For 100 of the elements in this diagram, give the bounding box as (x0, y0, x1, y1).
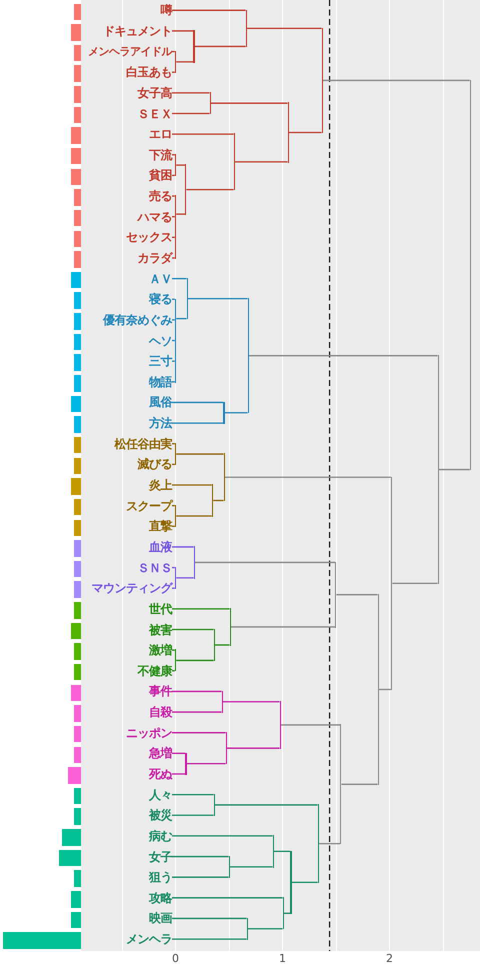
word-label: 世代 (149, 600, 172, 617)
branch-line (172, 773, 186, 775)
count-bar (71, 148, 81, 164)
count-bar (71, 24, 81, 41)
branch-line (280, 724, 340, 726)
junction-line (272, 835, 274, 868)
branch-line (378, 688, 391, 690)
branch-line (227, 748, 280, 749)
branch-line (172, 732, 226, 734)
branch-line (172, 856, 229, 858)
count-bar (71, 891, 81, 908)
count-bar (71, 168, 81, 186)
word-label: ドキュメント (103, 22, 172, 39)
count-bar (74, 581, 81, 598)
branch-line (176, 453, 224, 455)
branch-line (172, 752, 186, 754)
word-label: マウンティング (92, 580, 172, 596)
branch-line (215, 804, 318, 806)
junction-line (174, 50, 176, 73)
count-bar (74, 705, 81, 722)
count-bar (74, 726, 81, 742)
count-bar (74, 189, 81, 206)
branch-line (176, 318, 187, 320)
junction-line (334, 562, 336, 628)
branch-line (195, 562, 335, 564)
branch-line (172, 216, 175, 218)
count-bar (71, 684, 81, 702)
word-label: ＳＮＳ (138, 560, 172, 576)
branch-line (172, 897, 283, 898)
count-bar (74, 251, 81, 268)
count-bar (74, 746, 81, 764)
junction-line (214, 628, 216, 662)
junction-line (212, 484, 214, 517)
junction-line (184, 164, 186, 215)
count-bar (74, 210, 81, 226)
junction-line (282, 897, 284, 930)
branch-line (194, 46, 246, 48)
word-label: 下流 (149, 146, 172, 163)
branch-line (172, 92, 210, 94)
branch-line (172, 505, 175, 506)
count-bar (74, 44, 81, 62)
junction-line (223, 402, 225, 424)
branch-line (186, 188, 234, 190)
branch-line (247, 28, 322, 29)
count-bar (71, 912, 81, 928)
count-bar (74, 86, 81, 103)
branch-line (172, 628, 214, 630)
word-label: 松任谷由実 (114, 436, 172, 452)
branch-line (172, 236, 175, 238)
junction-line (322, 28, 323, 134)
branch-line (172, 526, 175, 527)
count-bar (74, 520, 81, 536)
word-label: ヘソ (149, 332, 172, 349)
branch-line (210, 102, 288, 104)
junction-line (378, 594, 379, 785)
word-label: 死ぬ (149, 766, 172, 782)
junction-line (224, 453, 225, 502)
word-label: 映画 (149, 910, 172, 926)
branch-line (172, 711, 222, 713)
branch-line (230, 626, 335, 628)
branch-line (224, 412, 248, 414)
branch-line (172, 690, 222, 692)
word-label: 人々 (149, 786, 172, 803)
branch-line (392, 582, 438, 584)
word-label: 寝る (149, 291, 172, 308)
word-label: 直撃 (149, 518, 172, 534)
branch-line (172, 835, 273, 837)
count-bar (74, 313, 81, 330)
word-label: 激増 (149, 642, 172, 658)
branch-line (176, 213, 185, 215)
branch-line (222, 701, 280, 702)
word-label: スクープ (126, 498, 172, 514)
branch-line (172, 608, 230, 610)
branch-line (172, 814, 214, 816)
junction-line (280, 701, 281, 749)
word-label: 白玉あも (126, 64, 172, 80)
junction-line (185, 752, 187, 775)
branch-line (172, 876, 229, 878)
branch-line (225, 476, 391, 478)
word-label: カラダ (138, 250, 172, 266)
axis-tick-label: 2 (386, 952, 393, 965)
branch-line (172, 133, 234, 135)
word-label: ハマる (138, 208, 172, 225)
count-bar (74, 540, 81, 557)
word-label: 急増 (149, 745, 172, 762)
word-label: 方法 (149, 415, 172, 432)
branch-line (319, 843, 340, 844)
count-bar (74, 106, 81, 124)
count-bar (71, 127, 81, 144)
branch-line (172, 298, 175, 300)
word-label: 貧困 (149, 167, 172, 184)
word-label: 病む (149, 828, 172, 844)
count-bar (74, 870, 81, 887)
branch-line (172, 112, 210, 114)
branch-line (172, 588, 175, 589)
junction-line (210, 92, 211, 114)
word-label: 炎上 (149, 477, 172, 494)
word-label: 自殺 (149, 704, 172, 720)
word-label: 風俗 (149, 394, 172, 410)
count-bar (74, 4, 81, 20)
